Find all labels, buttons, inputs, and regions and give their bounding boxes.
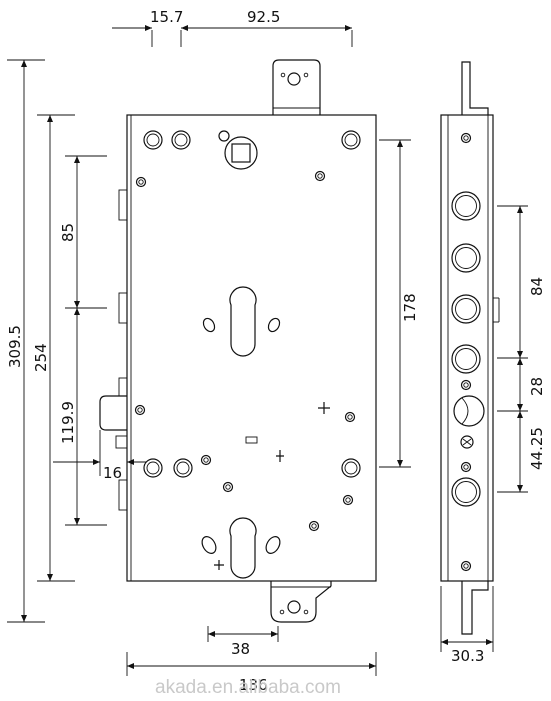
dim-119-9: 119.9 <box>59 401 77 444</box>
dim-178: 178 <box>401 293 419 322</box>
bottom-mounting-tab <box>270 581 332 623</box>
dim-309-5: 309.5 <box>6 325 24 368</box>
dim-136: 136 <box>239 676 268 694</box>
lock-body-plate <box>126 114 377 582</box>
dim-85: 85 <box>59 223 77 242</box>
bottom-bent-tab <box>461 581 489 635</box>
upper-cylinder-cutout <box>229 286 257 357</box>
dim-28: 28 <box>528 377 546 396</box>
top-bent-tab <box>461 61 489 115</box>
watermark: akada.en.alibaba.com <box>155 677 341 698</box>
dim-38: 38 <box>231 640 250 658</box>
latch-bolt <box>99 395 127 431</box>
dim-44-25: 44.25 <box>528 427 546 470</box>
lower-cylinder-cutout <box>229 517 257 579</box>
dim-84: 84 <box>528 277 546 296</box>
dim-254: 254 <box>32 343 50 372</box>
dim-30-3: 30.3 <box>451 647 484 665</box>
top-mounting-tab <box>272 59 321 115</box>
front-view: 15.7 92.5 309.5 254 85 119.9 <box>6 8 419 694</box>
faceplate <box>440 114 494 582</box>
side-view: 84 28 44.25 30.3 <box>440 61 546 665</box>
dim-15-7: 15.7 <box>150 8 183 26</box>
dim-92-5: 92.5 <box>247 8 280 26</box>
dim-16: 16 <box>103 464 122 482</box>
